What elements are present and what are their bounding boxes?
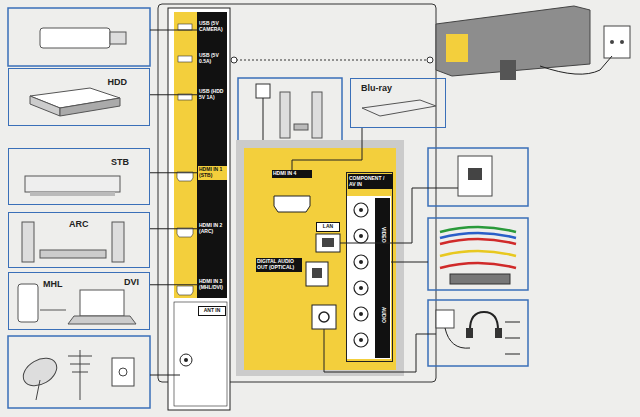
port-label: HDMI IN 3 (MHL/DVI) [198,278,227,292]
port-icons [177,24,193,295]
tv-stand [500,60,516,80]
satellite-dish [18,353,61,392]
phone [18,284,38,322]
connector [150,228,198,229]
node-text: DVI [124,277,139,287]
usb-box [8,8,150,66]
node-text: LAN [318,224,338,230]
port-label: ANT IN [198,306,226,316]
headphone-wire [324,329,436,372]
yellow-panel [244,148,396,370]
av-device [450,274,510,284]
av-wire [391,262,428,263]
coax-pin [184,358,188,362]
node-text: HDD [108,77,128,87]
headphone-jack [312,305,336,329]
port-label: USB (HDD 5V 1A) [198,88,227,102]
headphones [470,312,498,330]
node-text: HDMI IN 1 (STB) [199,167,226,179]
port-label: DIGITAL AUDIO OUT (OPTICAL) [256,258,302,272]
coax-jack [180,354,192,366]
link-dot [427,57,433,63]
wall-outlet [604,26,630,58]
speaker [312,92,322,138]
connector [150,284,198,285]
node-text: ARC [69,219,89,229]
jack-plugs [505,322,520,354]
node-text: MHL [43,279,63,289]
device-box: MHL DVI [8,272,150,330]
usb-stick [40,28,110,48]
port-label: USB (5V 0.5A) [198,52,227,66]
port-label: HDMI IN 1 (STB) [198,166,227,180]
label-strip [197,12,227,298]
component-label-strip [375,198,390,358]
port-label: LAN [316,222,340,232]
power-cord [540,56,612,74]
laptop [80,290,124,316]
port-label: HDMI IN 2 (ARC) [198,222,227,236]
optical-plug [256,84,270,98]
lan-wire [340,188,458,243]
node-text: Blu-ray [361,83,392,93]
grey-panel [236,140,404,376]
cable-box [428,218,528,290]
rca-jacks [354,203,368,347]
stb-drawing [25,176,120,192]
device-box: ARC [8,212,150,268]
dotted-link [232,60,430,61]
connector [150,172,198,173]
tv-port-area [446,34,468,62]
node-text: STB [111,157,129,167]
usb-wire [150,30,197,31]
component-panel: COMPONENT / AV IN VIDEO AUDIO [346,172,393,362]
headphone-box [428,300,528,366]
lan-box [428,148,528,206]
node-text: HDMI IN 2 (ARC) [199,223,226,235]
component-panel [347,196,391,359]
node-text: AUDIO [380,295,386,335]
bluray-drawing [362,100,436,116]
antenna-box [8,336,150,408]
speaker [112,222,124,262]
av-cables [440,227,516,268]
soundbar [40,250,106,258]
soundbar-box [238,78,342,146]
node-text: HDMI IN 4 [273,171,311,177]
node-text: USB (5V CAMERA) [199,21,226,33]
hdmi-port [274,196,310,212]
node-text: ANT IN [200,308,224,314]
node-text: COMPONENT / AV IN [348,174,393,189]
node-text: HDMI IN 3 (MHL/DVI) [199,279,226,291]
lan-wall-plate [458,156,492,196]
device-box: HDD [8,68,150,126]
aerial [68,350,92,400]
node-text: USB (5V 0.5A) [199,53,226,65]
node-text: USB (HDD 5V 1A) [199,89,226,101]
speaker [280,92,290,138]
optical-port [306,262,328,286]
ant-wire [150,375,180,376]
port-label: USB (5V CAMERA) [198,20,227,34]
port-label: HDMI IN 4 [272,170,312,178]
side-panel [168,8,230,410]
lan-jack [316,234,340,252]
device-box: STB [8,148,150,205]
link-dot [231,57,237,63]
ant-area [174,302,227,406]
wall-plate [112,358,134,386]
yellow-strip [174,12,197,298]
connector [292,128,362,170]
device-box: Blu-ray [350,78,446,128]
node-text: DIGITAL AUDIO OUT (OPTICAL) [257,259,301,271]
node-text: VIDEO [380,215,386,255]
speaker [22,222,34,262]
connector [150,94,198,95]
